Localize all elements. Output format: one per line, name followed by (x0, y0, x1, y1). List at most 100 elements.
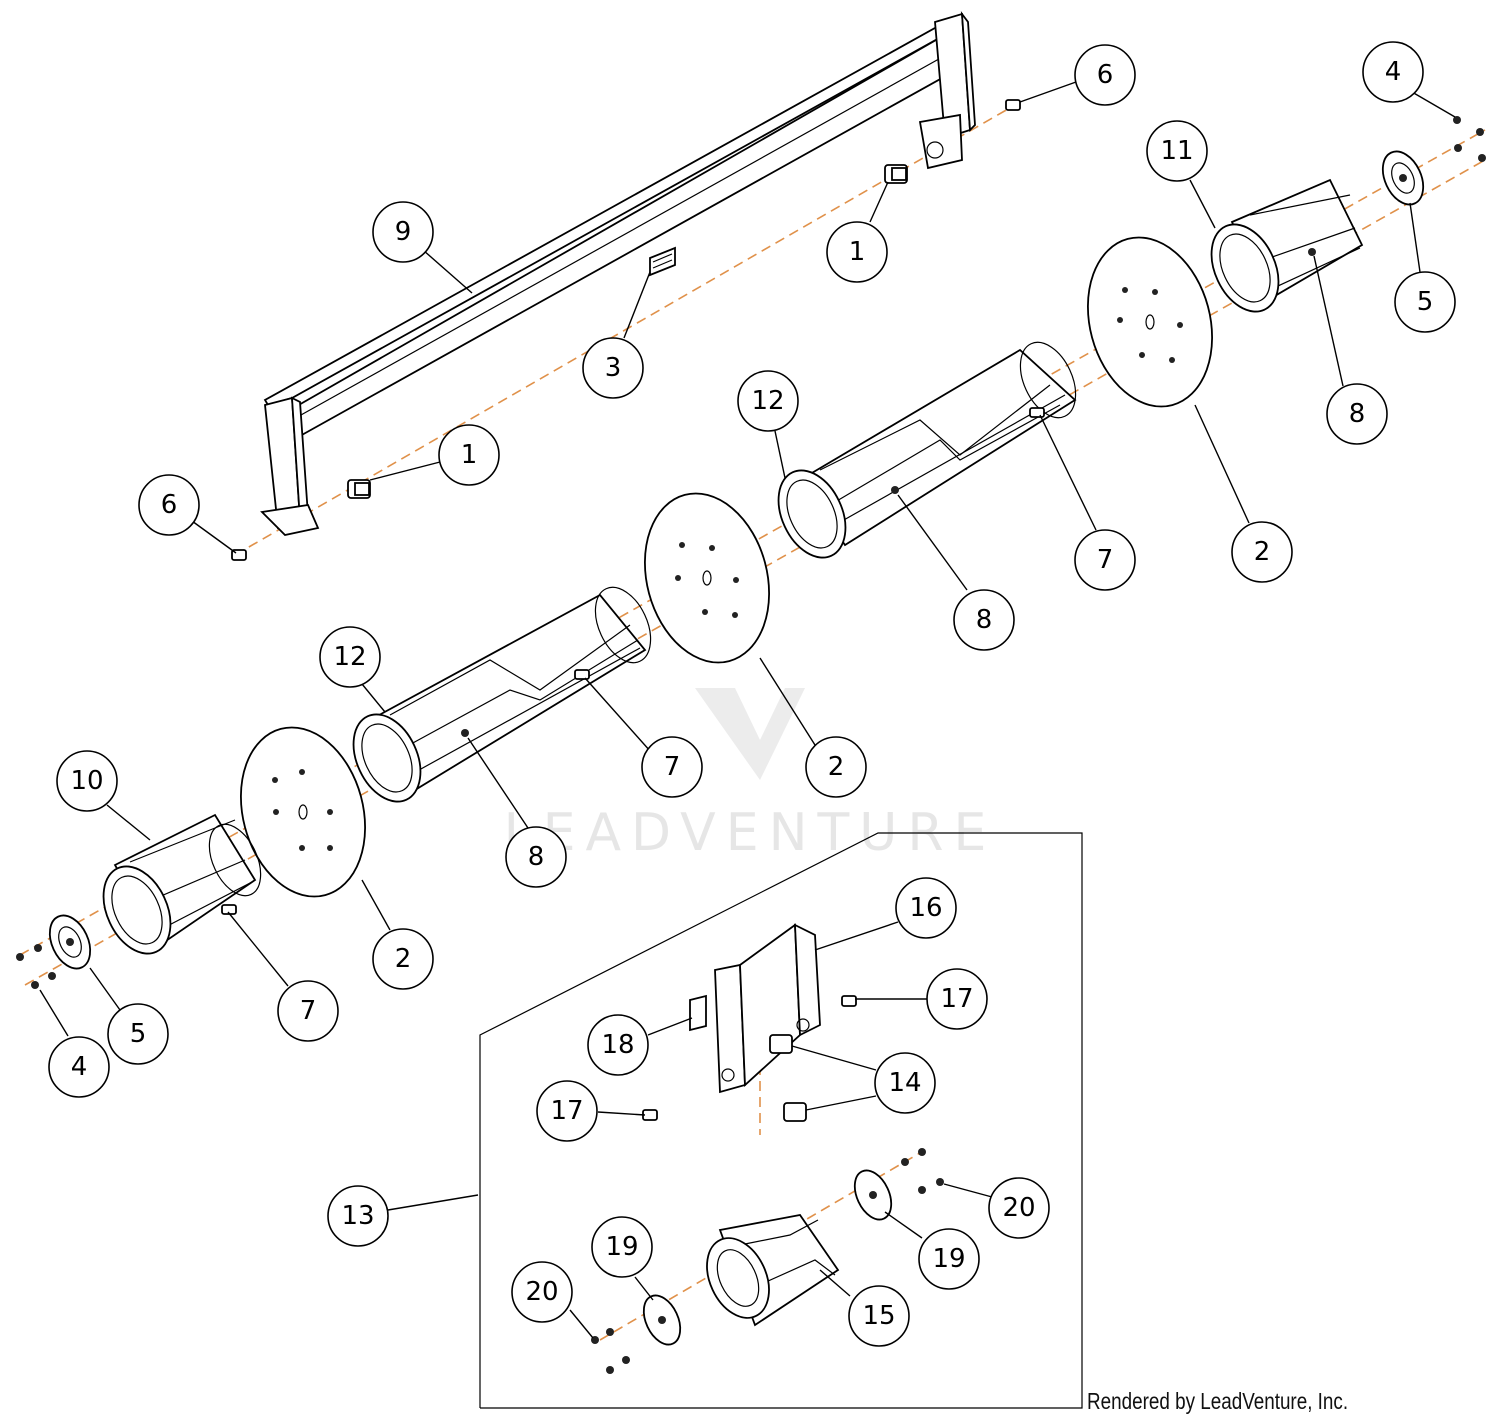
callout-label: 1 (849, 237, 866, 267)
bolts-part-8 (461, 248, 1316, 737)
callout-label: 7 (1097, 545, 1114, 575)
disc-part-2-left (240, 726, 366, 898)
callout-label: 17 (550, 1096, 583, 1126)
callout-16: 16 (895, 877, 957, 939)
bolt-part-17-lower (642, 1109, 658, 1121)
callout-7-upper: 7 (1074, 529, 1136, 591)
callout-6-upper: 6 (1074, 44, 1136, 106)
callout-label: 12 (333, 642, 366, 672)
bracket-part-16 (714, 923, 821, 1094)
credit-text: Rendered by LeadVenture, Inc. (1087, 1388, 1349, 1414)
callout-6-lower: 6 (138, 474, 200, 536)
callout-label: 19 (605, 1232, 638, 1262)
roller-section-part-11 (1210, 178, 1364, 313)
roller-section-part-10 (102, 813, 262, 955)
flange-part-19-upper (853, 1169, 893, 1221)
callout-20-lower: 20 (511, 1261, 573, 1323)
callout-11: 11 (1146, 120, 1208, 182)
leader-lines (39, 81, 1456, 1339)
callout-label: 7 (664, 752, 681, 782)
callout-label: 14 (888, 1068, 921, 1098)
callout-10: 10 (56, 750, 118, 812)
bearing-flange-part-5-upper (1381, 150, 1425, 206)
bushing-part-1-lower (347, 479, 371, 499)
callout-label: 4 (71, 1052, 88, 1082)
callout-4-lower: 4 (48, 1036, 110, 1098)
callout-label: 16 (909, 893, 942, 923)
callout-5-upper: 5 (1394, 271, 1456, 333)
bearing-flange-part-5-lower (48, 914, 92, 970)
callout-5-lower: 5 (107, 1003, 169, 1065)
callout-17-lower: 17 (536, 1080, 598, 1142)
callout-9: 9 (372, 201, 434, 263)
bushing-part-14-lower (783, 1102, 807, 1122)
callout-label: 9 (395, 217, 412, 247)
callout-1-upper: 1 (826, 221, 888, 283)
roller-part-15 (706, 1214, 840, 1327)
callout-label: 8 (976, 605, 993, 635)
nuts-part-20-upper (901, 1148, 944, 1194)
bolt-part-6-upper (1005, 99, 1021, 111)
callout-20-upper: 20 (988, 1177, 1050, 1239)
callout-label: 1 (461, 440, 478, 470)
bushing-part-1-upper (884, 164, 908, 184)
nuts-part-20-lower (591, 1328, 630, 1374)
callout-label: 19 (932, 1244, 965, 1274)
callout-label: 2 (828, 752, 845, 782)
callout-label: 2 (1254, 537, 1271, 567)
bushing-part-14-upper (769, 1034, 793, 1054)
nuts-part-4-lower (16, 944, 56, 989)
callout-7-middle: 7 (641, 736, 703, 798)
callout-label: 6 (161, 490, 178, 520)
callout-label: 5 (130, 1019, 147, 1049)
callout-4-upper: 4 (1362, 41, 1424, 103)
callout-3: 3 (582, 337, 644, 399)
callout-12-lower: 12 (319, 626, 381, 688)
callout-7-lower: 7 (277, 980, 339, 1042)
disc-part-2-middle (644, 492, 770, 664)
callout-label: 8 (1349, 399, 1366, 429)
callout-label: 17 (940, 984, 973, 1014)
decal-part-18 (689, 994, 707, 1032)
kit-outline-part-13 (479, 832, 1083, 1409)
callout-label: 20 (1002, 1193, 1035, 1223)
callout-label: 12 (751, 386, 784, 416)
callout-2-middle: 2 (805, 736, 867, 798)
callout-label: 11 (1160, 136, 1193, 166)
callout-label: 13 (341, 1201, 374, 1231)
callout-19-upper: 19 (918, 1228, 980, 1290)
flange-part-19-lower (642, 1294, 682, 1346)
callout-12-upper: 12 (737, 370, 799, 432)
callout-8-upper: 8 (1326, 383, 1388, 445)
callout-label: 8 (528, 842, 545, 872)
callout-19-lower: 19 (591, 1216, 653, 1278)
callout-label: 5 (1417, 287, 1434, 317)
callout-label: 7 (300, 996, 317, 1026)
callout-label: 6 (1097, 60, 1114, 90)
callout-2-right: 2 (1231, 521, 1293, 583)
roller-section-part-12-lower (352, 586, 652, 803)
callout-8-middle: 8 (953, 589, 1015, 651)
callout-18: 18 (587, 1014, 649, 1076)
callout-13: 13 (327, 1185, 389, 1247)
callout-label: 10 (70, 766, 103, 796)
callout-14: 14 (874, 1052, 936, 1114)
bolt-part-17-upper (841, 995, 857, 1007)
callout-label: 18 (601, 1030, 634, 1060)
roller-section-part-12-upper (777, 341, 1077, 559)
callout-label: 3 (605, 353, 622, 383)
nuts-part-4-upper (1453, 116, 1486, 162)
pins-part-7 (221, 407, 1045, 915)
callout-17-upper: 17 (926, 968, 988, 1030)
watermark: LEADVENTURE (504, 688, 986, 863)
callout-2-left: 2 (372, 928, 434, 990)
callout-label: 2 (395, 944, 412, 974)
callout-8-lower: 8 (505, 826, 567, 888)
callout-label: 4 (1385, 57, 1402, 87)
frame-part-9 (260, 11, 976, 536)
callout-label: 20 (525, 1277, 558, 1307)
callout-1-lower: 1 (438, 424, 500, 486)
callout-15: 15 (848, 1285, 910, 1347)
callout-label: 15 (862, 1301, 895, 1331)
